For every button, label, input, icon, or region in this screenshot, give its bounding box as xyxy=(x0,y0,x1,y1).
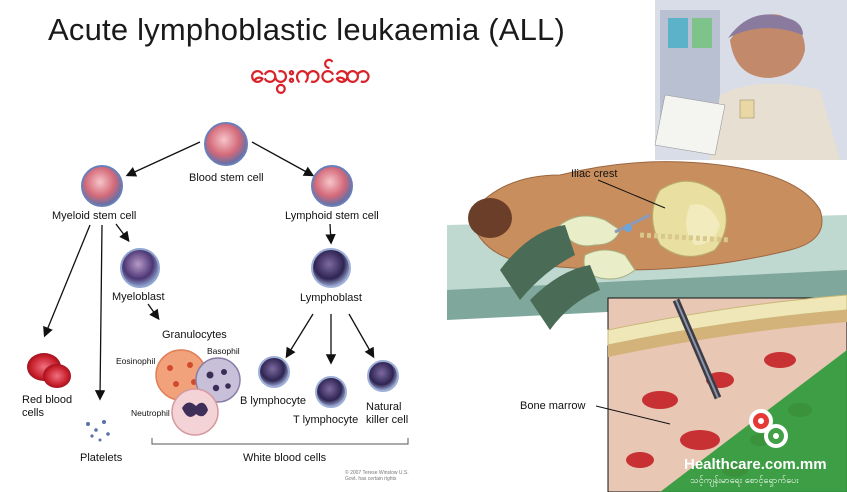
arrow-myeloid-to-myeloblast xyxy=(115,223,130,243)
page-title: Acute lymphoblastic leukaemia (ALL) xyxy=(48,12,566,47)
arrow-myeloid-to-rbc xyxy=(43,224,91,338)
label-red-blood-cells: Red blood cells xyxy=(22,394,73,419)
natural-killer-cell-icon xyxy=(367,360,399,392)
myeloblast-icon xyxy=(120,248,160,288)
label-granulocytes: Granulocytes xyxy=(162,329,227,341)
red-blood-cell-icon xyxy=(43,364,71,388)
brand-tagline: သင့်ကျန်းမာရေး စောင့်ရှောက်ပေး xyxy=(690,476,799,486)
label-lymphoid-stem-cell: Lymphoid stem cell xyxy=(285,210,379,222)
t-lymphocyte-icon xyxy=(315,376,347,408)
arrow-myeloid-to-platelets xyxy=(94,224,106,401)
label-neutrophil: Neutrophil xyxy=(131,408,170,418)
lymphoid-stem-cell-icon xyxy=(311,165,353,207)
label-bone-marrow: Bone marrow xyxy=(520,400,586,412)
platelets-icon xyxy=(86,420,110,442)
label-b-lymphocyte: B lymphocyte xyxy=(240,395,307,407)
arrow-stem-to-myeloid xyxy=(125,141,201,177)
label-white-blood-cells: White blood cells xyxy=(243,452,327,464)
label-lymphoblast: Lymphoblast xyxy=(300,292,362,304)
blood-stem-cell-icon xyxy=(204,122,248,166)
lymphoblast-icon xyxy=(311,248,351,288)
label-myeloblast: Myeloblast xyxy=(112,291,165,303)
label-t-lymphocyte: T lymphocyte xyxy=(293,414,359,426)
white-cells-bracket xyxy=(151,438,409,445)
label-platelets: Platelets xyxy=(80,452,123,464)
b-lymphocyte-icon xyxy=(258,356,290,388)
arrow-lymphoblast-to-nk xyxy=(348,313,375,359)
arrow-lymphoblast-to-b xyxy=(285,313,314,359)
label-myeloid-stem-cell: Myeloid stem cell xyxy=(52,210,137,222)
copyright-note: © 2007 Terese Winslow U.S. Govt. has cer… xyxy=(345,470,409,482)
arrow-stem-to-lymphoid xyxy=(251,141,315,177)
label-eosinophil: Eosinophil xyxy=(116,356,156,366)
page-subtitle: သွေးကင်ဆာ xyxy=(250,59,371,89)
arrow-lymphoid-to-lymphoblast xyxy=(325,223,336,245)
patient-photo xyxy=(654,0,847,160)
label-blood-stem-cell: Blood stem cell xyxy=(189,172,264,184)
myeloid-stem-cell-icon xyxy=(81,165,123,207)
brand-name: Healthcare.com.mm xyxy=(684,456,827,473)
label-basophil: Basophil xyxy=(207,346,240,356)
basophil-icon xyxy=(195,357,241,403)
arrow-myeloblast-to-granulocytes xyxy=(147,303,160,321)
healthcare-logo-icon xyxy=(749,409,788,448)
label-natural-killer-cell: Natural killer cell xyxy=(366,401,409,426)
label-iliac-crest: Iliac crest xyxy=(571,168,618,180)
